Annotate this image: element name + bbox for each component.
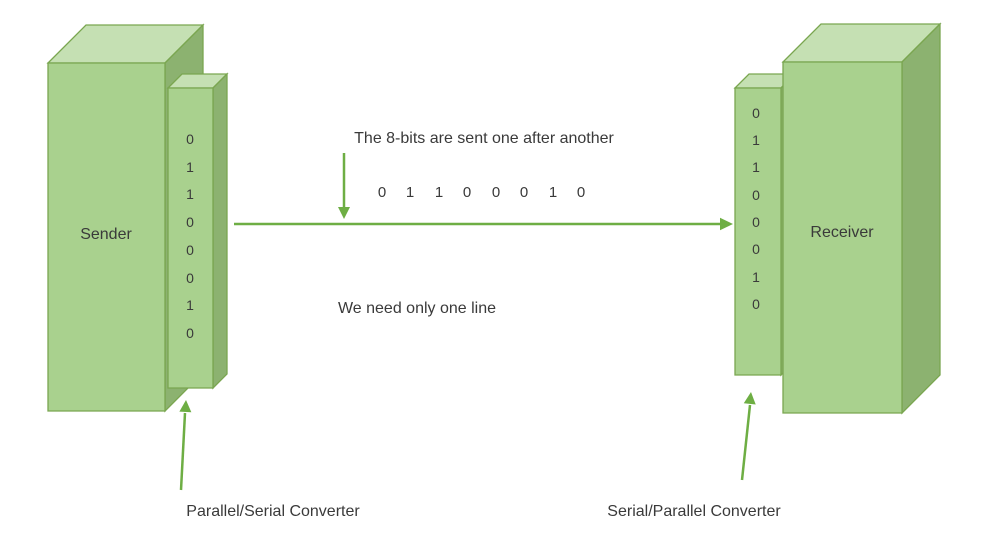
parallel-serial-converter-label: Parallel/Serial Converter [186,503,360,520]
serial-parallel-converter-label: Serial/Parallel Converter [607,503,781,520]
serial-parallel-arrow-line [740,404,752,481]
serial-parallel-arrowhead-icon [743,392,756,405]
serial-bit-0: 0 [378,184,386,201]
sender-converter-front-face [167,87,214,389]
receiver-box-side-face [901,22,941,415]
serial-bit-7: 0 [577,184,585,201]
serial-bit-4: 0 [492,184,500,201]
receiver-bit-1: 1 [752,132,760,148]
sender-converter-side-face [212,72,228,390]
serial-bit-5: 0 [520,184,528,201]
parallel-serial-arrowhead-icon [179,400,192,413]
caption-down-arrowhead-icon [338,207,350,219]
serial-caption-bottom: We need only one line [338,300,496,317]
sender-bit-2: 1 [186,186,194,202]
sender-bit-1: 1 [186,159,194,175]
parallel-serial-arrow-line [179,412,187,491]
receiver-bit-4: 0 [752,214,760,230]
serial-line-arrowhead-icon [720,217,733,231]
sender-bit-6: 1 [186,297,194,313]
receiver-bit-3: 0 [752,187,760,203]
receiver-box-front-face [782,61,903,414]
receiver-bit-7: 0 [752,296,760,312]
parallel-serial-callout: Parallel/Serial Converter [179,400,360,520]
sender-converter-bits: 0 1 1 0 0 0 1 0 [186,131,194,341]
serial-parallel-callout: Serial/Parallel Converter [607,392,781,520]
sender-box-front-face [47,62,166,412]
sender-converter: 0 1 1 0 0 0 1 0 [166,72,229,390]
sender-bit-0: 0 [186,131,194,147]
receiver-converter-front-face [734,87,782,376]
sender-bit-3: 0 [186,214,194,230]
receiver-box: Receiver [781,22,942,415]
serial-bit-3: 0 [463,184,471,201]
serial-caption-top: The 8-bits are sent one after another [354,130,614,147]
serial-bit-1: 1 [406,184,414,201]
receiver-bit-6: 1 [752,269,760,285]
receiver-bit-0: 0 [752,105,760,121]
receiver-bit-2: 1 [752,159,760,175]
receiver-label: Receiver [810,224,874,241]
serial-line-arrow [234,217,733,231]
receiver-converter-bits: 0 1 1 0 0 0 1 0 [752,105,760,312]
serial-bits-row: 0 1 1 0 0 0 1 0 [378,184,585,201]
serial-bit-6: 1 [549,184,557,201]
caption-down-arrow [338,153,350,219]
sender-label: Sender [80,226,132,243]
sender-bit-7: 0 [186,325,194,341]
sender-bit-5: 0 [186,270,194,286]
serial-bit-2: 1 [435,184,443,201]
receiver-bit-5: 0 [752,241,760,257]
sender-bit-4: 0 [186,242,194,258]
